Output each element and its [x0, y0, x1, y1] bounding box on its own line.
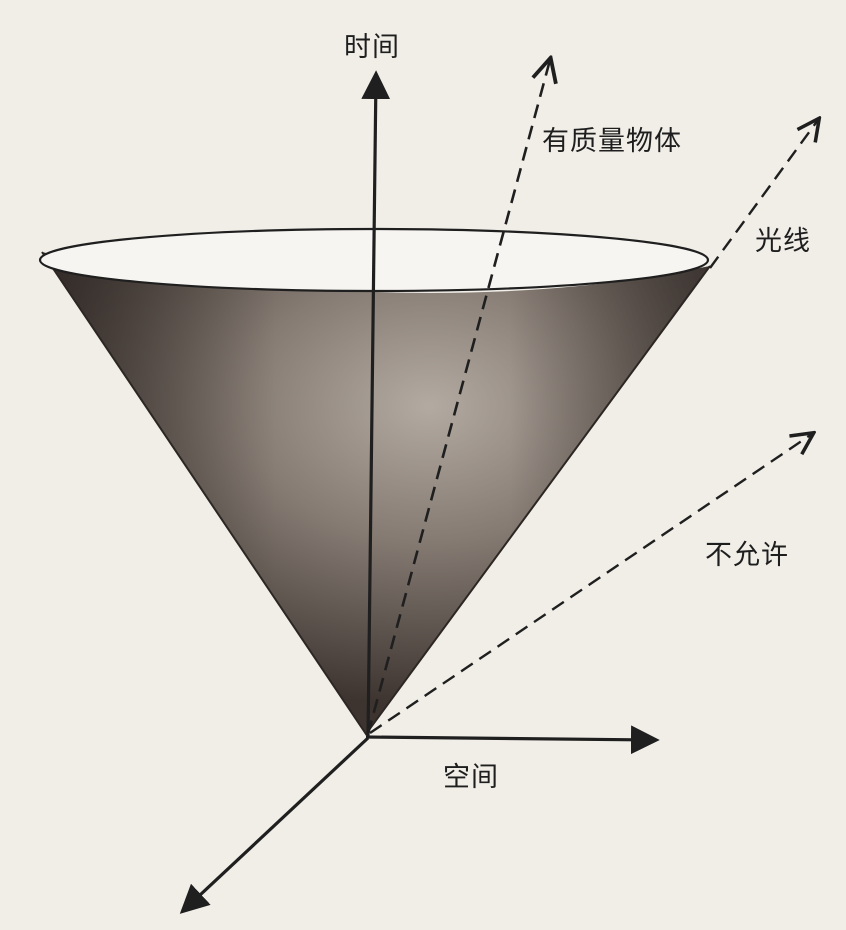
light-ray-label: 光线 [755, 226, 811, 257]
time-axis [361, 70, 391, 739]
forbidden-path-line [369, 434, 812, 734]
time-axis-label: 时间 [344, 32, 400, 63]
light-ray-line [709, 120, 818, 269]
space-axis-label: 空间 [443, 762, 499, 793]
massive-object-worldline [366, 60, 550, 735]
not-allowed-label: 不允许 [705, 540, 789, 571]
light-cone-outline [41, 251, 711, 736]
space-axis [365, 725, 660, 755]
light-cone-shading [42, 252, 710, 734]
depth-axis [179, 736, 370, 914]
massive-object-label: 有质量物体 [542, 126, 682, 157]
